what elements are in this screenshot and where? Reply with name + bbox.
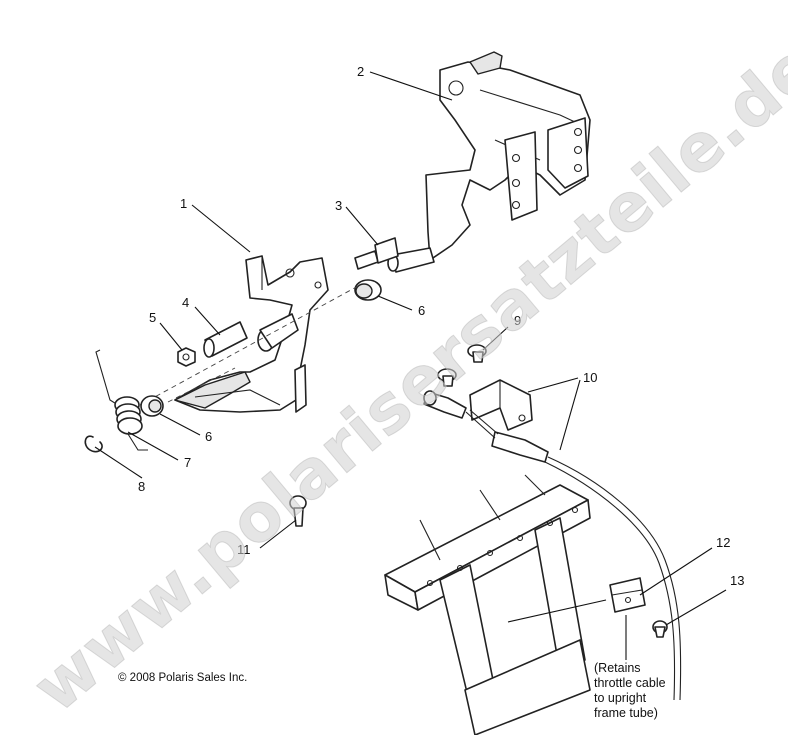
callout-12: 12	[716, 535, 730, 550]
assembly-axis-line-2	[167, 367, 236, 403]
note-line-2: throttle cable	[594, 676, 666, 690]
callout-6-lower: 6	[205, 429, 212, 444]
push-pin	[652, 620, 668, 638]
callout-10: 10	[583, 370, 597, 385]
mounting-bracket	[387, 51, 591, 273]
frame-assembly	[384, 474, 591, 735]
callout-4: 4	[182, 295, 189, 310]
bushing-upper	[354, 279, 382, 301]
note-line-4: frame tube)	[594, 706, 658, 720]
callout-8: 8	[138, 479, 145, 494]
callout-11: 11	[237, 542, 251, 557]
throttle-cable-assembly	[423, 379, 682, 701]
assembly-axis-line	[139, 284, 361, 406]
bolt	[354, 237, 399, 270]
copyright-text: © 2008 Polaris Sales Inc.	[118, 672, 247, 684]
note-line-3: to upright	[594, 691, 647, 705]
cable-clip	[609, 577, 646, 613]
retaining-clip	[84, 435, 103, 453]
callout-13: 13	[730, 573, 744, 588]
pivot-tube	[203, 313, 299, 358]
screws	[437, 344, 487, 387]
callout-5: 5	[149, 310, 156, 325]
callout-9: 9	[514, 313, 521, 328]
brake-pedal	[174, 255, 329, 413]
return-spring	[95, 349, 148, 451]
note-line-1: (Retains	[594, 661, 641, 675]
callout-3: 3	[335, 198, 342, 213]
callout-2: 2	[357, 64, 364, 79]
callout-6-upper: 6	[418, 303, 425, 318]
cable-clip-note: (Retains throttle cable to upright frame…	[594, 661, 666, 720]
nut	[177, 347, 196, 367]
leader-lines	[94, 71, 727, 660]
callout-7: 7	[184, 455, 191, 470]
callout-1: 1	[180, 196, 187, 211]
washer-lower	[140, 395, 164, 417]
